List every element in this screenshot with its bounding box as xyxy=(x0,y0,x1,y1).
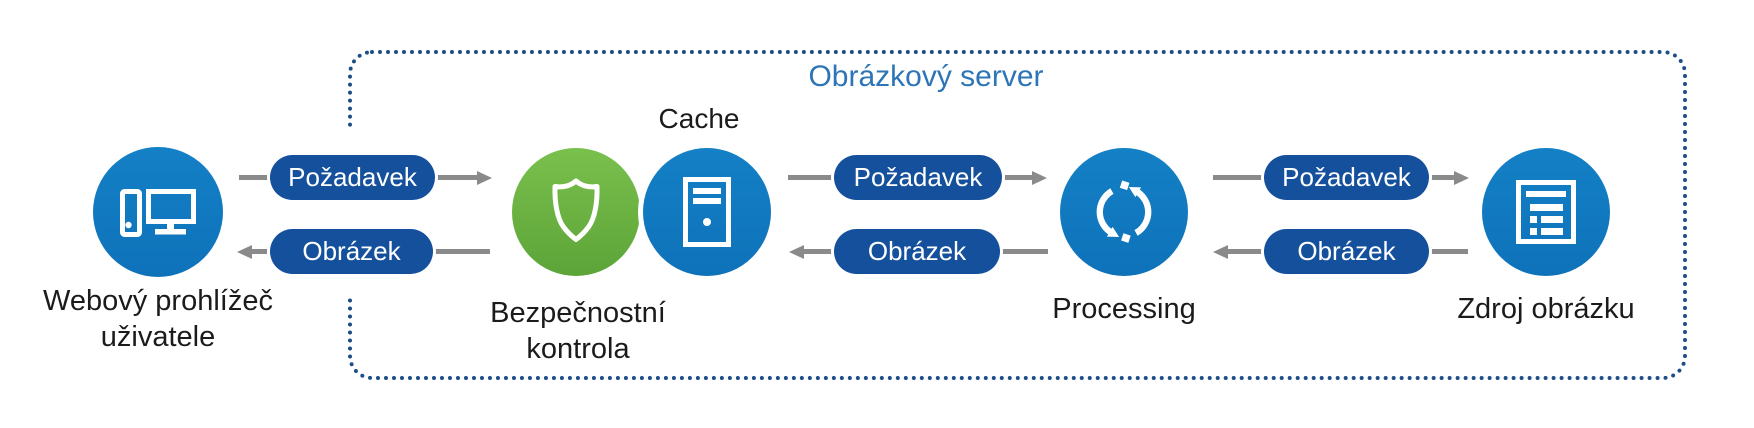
response-line-3b xyxy=(1429,249,1468,254)
request-line-1a xyxy=(239,175,270,180)
request-arrowhead-2 xyxy=(1032,171,1047,185)
security-check-label-line2: kontrola xyxy=(526,333,630,365)
image-source-icon xyxy=(1516,180,1576,244)
browser-node-label-line2: uživatele xyxy=(100,321,216,353)
image-server-title: Obrázkový server xyxy=(808,60,1044,93)
image-source-node xyxy=(1482,148,1610,276)
response-arrowhead-1 xyxy=(237,245,252,259)
request-line-2a xyxy=(788,175,834,180)
processing-node-label: Processing xyxy=(1052,293,1196,325)
server-icon xyxy=(683,177,731,247)
request-line-2b xyxy=(1002,175,1032,180)
computer-icon xyxy=(120,189,196,237)
image-source-node-label: Zdroj obrázku xyxy=(1457,293,1635,325)
response-line-2a xyxy=(804,249,834,254)
browser-node-label-line1: Webový prohlížeč xyxy=(43,285,273,317)
response-pill-1: Obrázek xyxy=(270,229,433,274)
request-line-3b xyxy=(1429,175,1454,180)
response-pill-3: Obrázek xyxy=(1264,229,1429,274)
sync-icon xyxy=(1096,180,1152,243)
browser-node xyxy=(93,147,223,277)
security-check-label-line1: Bezpečnostní xyxy=(490,297,666,329)
response-line-1a xyxy=(252,249,270,254)
response-arrowhead-3 xyxy=(1213,245,1228,259)
response-line-1b xyxy=(433,249,490,254)
request-pill-1: Požadavek xyxy=(270,155,435,200)
response-pill-2: Obrázek xyxy=(834,229,1000,274)
security-check-node xyxy=(512,148,640,276)
security-check-node-label: Bezpečnostní kontrola xyxy=(428,295,728,367)
response-line-2b xyxy=(1000,249,1048,254)
response-line-3a xyxy=(1228,249,1264,254)
cache-node xyxy=(643,148,771,276)
cache-node-label: Cache xyxy=(658,103,740,134)
response-arrowhead-2 xyxy=(789,245,804,259)
request-arrowhead-3 xyxy=(1454,171,1469,185)
request-arrowhead-1 xyxy=(477,171,492,185)
request-line-3a xyxy=(1213,175,1264,180)
request-line-1b xyxy=(435,175,477,180)
browser-node-label: Webový prohlížeč uživatele xyxy=(8,283,308,355)
request-pill-3: Požadavek xyxy=(1264,155,1429,200)
shield-icon xyxy=(552,178,600,242)
request-pill-2: Požadavek xyxy=(834,155,1002,200)
processing-node xyxy=(1060,148,1188,276)
